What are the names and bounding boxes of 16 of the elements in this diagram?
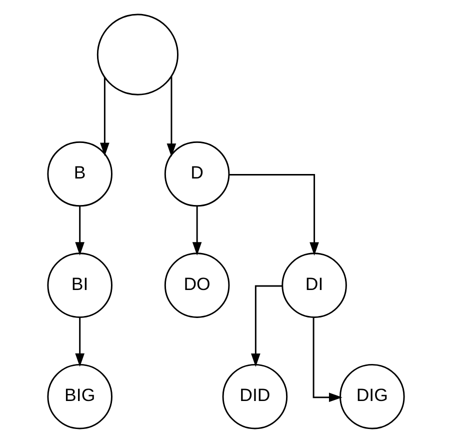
- node-circle: DID: [222, 364, 288, 430]
- arrow: [228, 174, 318, 256]
- node-circle: BIG: [46, 364, 112, 430]
- arrow: [192, 206, 202, 256]
- arrow: [74, 318, 84, 367]
- arrow: [312, 318, 342, 402]
- node-circle: [96, 14, 178, 96]
- arrow: [74, 206, 84, 256]
- node-circle: D: [164, 141, 230, 207]
- node-circle: DIG: [339, 364, 404, 430]
- arrow: [166, 76, 176, 157]
- node-circle: BI: [46, 252, 112, 318]
- arrow: [100, 78, 109, 156]
- node-circle: DO: [164, 252, 230, 318]
- arrow: [250, 285, 282, 367]
- node-circle: DI: [281, 252, 346, 318]
